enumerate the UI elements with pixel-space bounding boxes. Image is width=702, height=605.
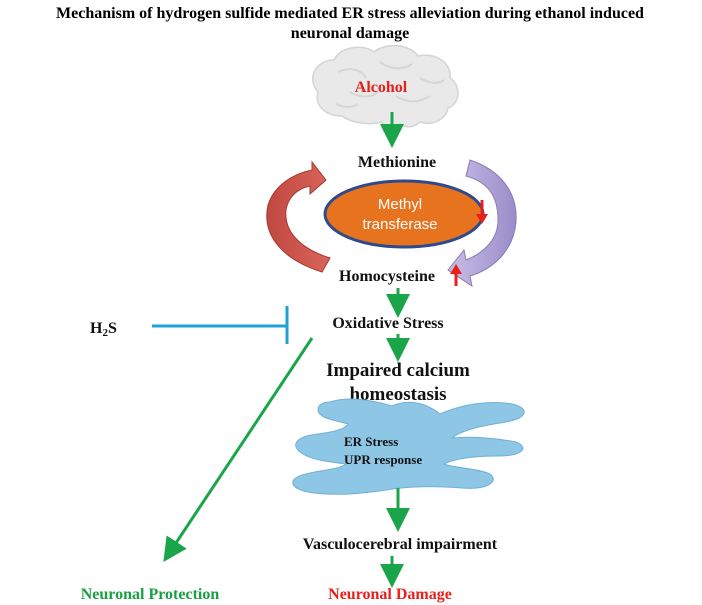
decrease-arrow-icon: [476, 200, 488, 224]
alcohol-label: Alcohol: [355, 79, 408, 96]
endoplasmic-reticulum-shape: [292, 398, 525, 495]
calcium-label-line-1: Impaired calcium: [326, 360, 470, 381]
enzyme-label-line-1: Methyl: [378, 196, 422, 213]
upr-response-label: UPR response: [344, 452, 422, 467]
inhibition-line: [152, 306, 289, 344]
er-stress-label: ER Stress: [344, 434, 398, 449]
methyl-transferase-enzyme: [323, 179, 485, 249]
enzyme-label-line-2: transferase: [362, 216, 437, 233]
neuronal-damage-label: Neuronal Damage: [328, 586, 452, 603]
title-line-1: Mechanism of hydrogen sulfide mediated E…: [56, 5, 644, 22]
calcium-label-line-2: homeostasis: [349, 384, 446, 405]
homocysteine-label: Homocysteine: [339, 268, 435, 285]
cycle-arc-purple: [447, 159, 517, 288]
oxidative-stress-label: Oxidative Stress: [332, 315, 443, 332]
vasculocerebral-label: Vasculocerebral impairment: [303, 536, 498, 553]
title-line-2: neuronal damage: [291, 25, 409, 42]
brain-icon: [312, 44, 459, 133]
increase-arrow-icon: [450, 264, 462, 286]
arrow-to-neuronal-protection: [163, 337, 314, 562]
neuronal-protection-label: Neuronal Protection: [81, 586, 220, 603]
h2s-label: H2S: [90, 320, 117, 339]
methionine-label: Methionine: [358, 154, 436, 171]
cycle-arc-red: [266, 160, 331, 273]
